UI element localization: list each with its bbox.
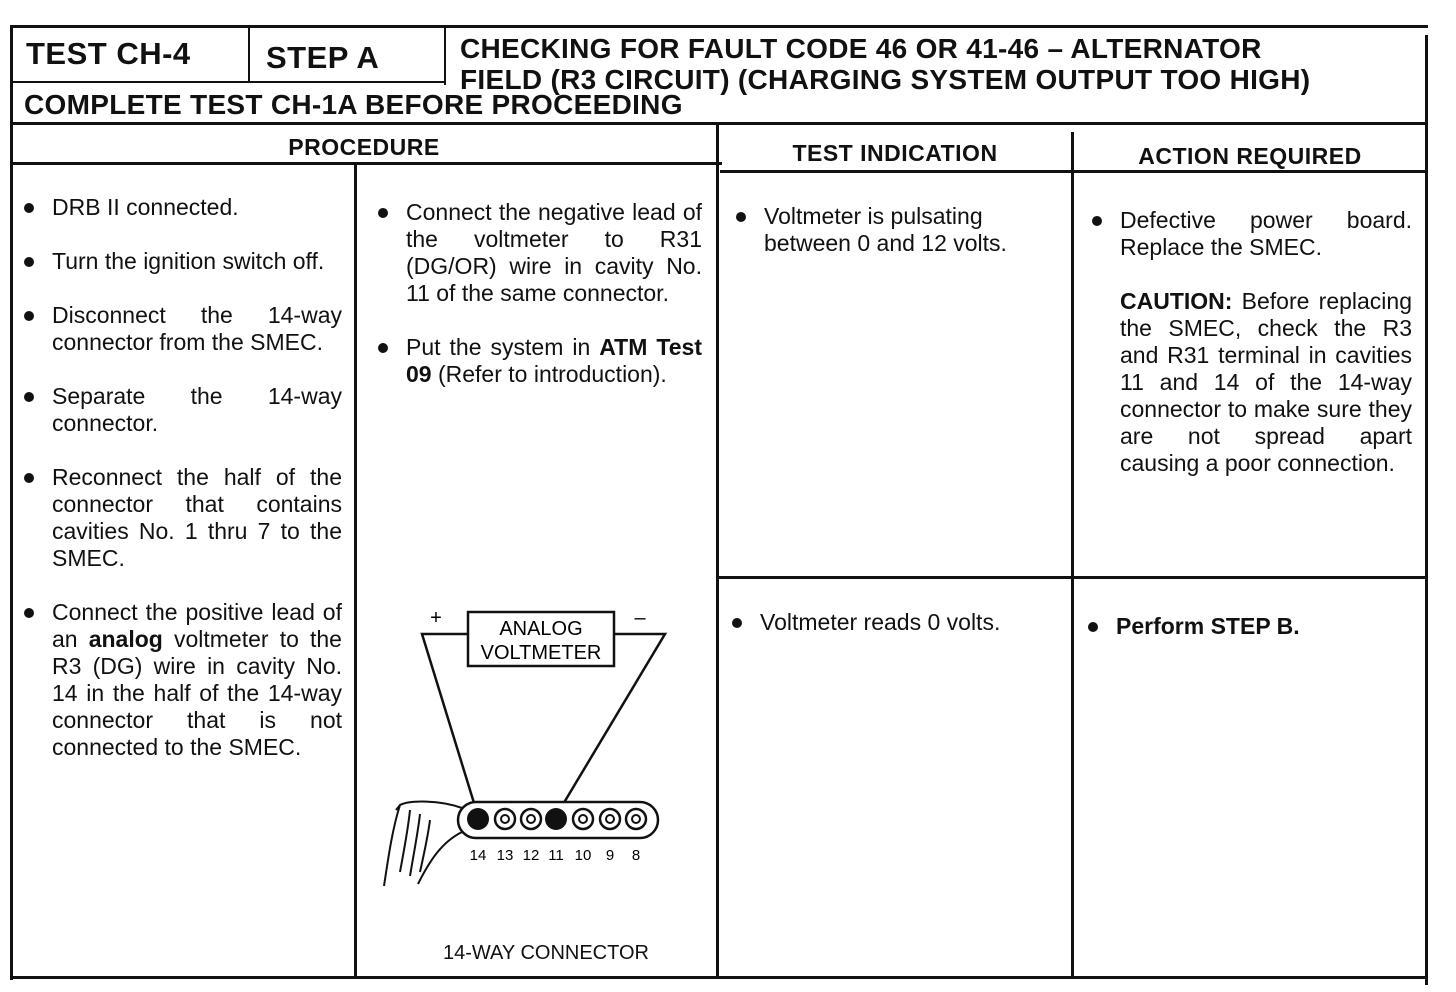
list-item: Connect the negative lead of the voltmet… [374,199,702,307]
cavity-number: 9 [606,847,614,864]
cavity-8 [624,807,648,831]
list-item: DRB II connected. [20,194,342,221]
cavity-number: 8 [632,847,640,864]
header-divider-2 [444,25,446,85]
cavity-10 [571,807,595,831]
col-divider-procedure [354,163,357,978]
cavity-row [467,807,648,831]
negative-lead [554,632,668,817]
title-line-1: CHECKING FOR FAULT CODE 46 OR 41-46 – AL… [460,33,1262,64]
cavity-number: 12 [523,847,540,864]
list-item: Voltmeter is pulsating between 0 and 12 … [732,203,1060,257]
procedure-list-right: Connect the negative lead of the voltmet… [374,199,702,415]
row-divider [716,576,1428,579]
cavity-number: 13 [497,847,514,864]
frame-bottom [10,976,1428,979]
bullet-icon [24,203,34,213]
voltmeter-box [466,610,616,668]
title-bottom-rule [10,122,1428,125]
cavity-number: 10 [575,847,592,864]
procedure-heading: PROCEDURE [288,134,440,160]
list-item: Defective power board. Replace the SMEC. [1088,207,1412,261]
col-divider-action [1071,132,1074,978]
action-required-heading: ACTION REQUIRED [1138,143,1362,169]
caution-note: CAUTION: Before replacing the SMEC, chec… [1120,288,1412,477]
plus-sign: + [430,607,442,629]
positive-lead [420,632,480,817]
list-item: Put the system in ATM Test 09 (Refer to … [374,334,702,388]
list-item: Disconnect the 14-way connector from the… [20,302,342,356]
list-item: Reconnect the half of the connector that… [20,464,342,572]
wire-bundle [383,800,463,887]
bullet-icon [736,212,746,222]
cavity-12 [519,807,543,831]
col-divider-indication [716,124,719,978]
bullet-icon [24,392,34,402]
bullet-icon [1088,622,1098,632]
meter-label-line-1: ANALOG [499,618,582,640]
prerequisite-note: COMPLETE TEST CH-1A BEFORE PROCEEDING [24,89,683,120]
bullet-icon [24,473,34,483]
list-item: Voltmeter reads 0 volts. [728,609,1058,636]
page-title: CHECKING FOR FAULT CODE 46 OR 41-46 – AL… [460,33,1420,95]
bullet-icon [1092,216,1102,226]
list-item: Separate the 14-way connector. [20,383,342,437]
caution-label: CAUTION: [1120,288,1233,314]
colhead-bottom-rule-left [10,162,722,165]
bullet-icon [378,343,388,353]
bullet-icon [732,618,742,628]
frame-left [10,25,13,980]
caution-text: Before replacing the SMEC, check the R3 … [1120,288,1412,476]
meter-label-line-2: VOLTMETER [481,642,602,664]
action-row-2: Perform STEP B. [1084,613,1412,667]
cavity-number: 11 [548,847,564,864]
test-indication-heading: TEST INDICATION [792,140,998,166]
bullet-icon [24,257,34,267]
bullet-icon [24,311,34,321]
bullet-icon [24,608,34,618]
bullet-icon [378,208,388,218]
step-label: STEP A [266,40,380,75]
frame-right [1425,35,1428,985]
cavity-11-plugged [545,808,567,830]
frame-top [10,25,1428,28]
list-item: Perform STEP B. [1084,613,1412,640]
title-line-2: FIELD (R3 CIRCUIT) (CHARGING SYSTEM OUTP… [460,64,1311,95]
cavity-number: 14 [470,847,487,864]
header-box-bottom [10,81,446,83]
action-row-1: Defective power board. Replace the SMEC. [1088,207,1412,288]
cavity-9 [598,807,622,831]
list-item: Turn the ignition switch off. [20,248,342,275]
diagram-caption: 14-WAY CONNECTOR [443,942,649,964]
test-id: TEST CH-4 [26,36,191,71]
cavity-13 [493,807,517,831]
connector-diagram: + – ANALOG VOLTMETER 14 13 12 11 10 9 8 [383,607,668,887]
indication-row-2: Voltmeter reads 0 volts. [728,609,1058,663]
indication-row-1: Voltmeter is pulsating between 0 and 12 … [732,203,1060,284]
header-divider-1 [248,25,250,82]
procedure-list-left: DRB II connected. Turn the ignition swit… [20,194,342,788]
cavity-14-plugged [467,808,489,830]
minus-sign: – [634,607,646,629]
list-item: Connect the positive lead of an analog v… [20,599,342,761]
colhead-bottom-rule-right [720,170,1428,173]
